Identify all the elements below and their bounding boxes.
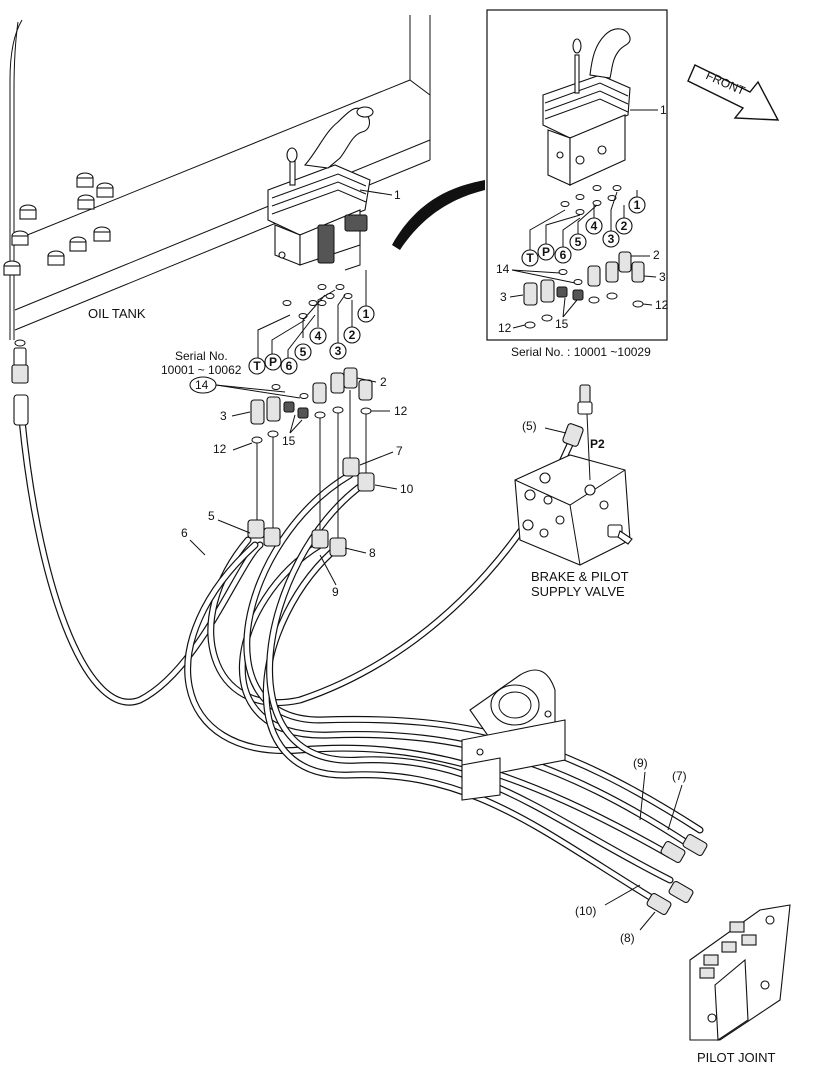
callout-7: 7: [396, 444, 403, 458]
inset-callout-3-left: 3: [500, 290, 507, 304]
inset-callout-15: 15: [555, 317, 569, 331]
callout-3: 3: [220, 409, 227, 423]
inset-port-P: P: [542, 245, 550, 259]
serial-inset-label: Serial No. : 10001 ~10029: [511, 345, 651, 359]
callout-12-right: 12: [394, 404, 408, 418]
port-5: 5: [300, 345, 307, 359]
joystick-valve: 1: [267, 106, 401, 271]
pilot-joint-label: PILOT JOINT: [697, 1050, 776, 1065]
hose-callout-8: (8): [620, 931, 635, 945]
inset-callout-2: 2: [653, 248, 660, 262]
front-arrow: FRONT: [687, 64, 780, 121]
inset-port-6: 6: [560, 248, 567, 262]
port-4: 4: [315, 329, 322, 343]
brake-valve-label-line2: SUPPLY VALVE: [531, 584, 625, 599]
callout-1-joystick: 1: [394, 188, 401, 202]
callout-2: 2: [380, 375, 387, 389]
port-1: 1: [363, 307, 370, 321]
callout-6: 6: [181, 526, 188, 540]
callout-12-left: 12: [213, 442, 227, 456]
inset-callout-14: 14: [496, 262, 510, 276]
port-3: 3: [335, 344, 342, 358]
inset-port-5: 5: [575, 235, 582, 249]
callout-5: 5: [208, 509, 215, 523]
serial-main-line2: 10001 ~ 10062: [161, 363, 242, 377]
inset-port-T: T: [526, 251, 534, 265]
callout-5-paren: (5): [522, 419, 537, 433]
inset-callout-12-left: 12: [498, 321, 512, 335]
callout-15: 15: [282, 434, 296, 448]
brake-pilot-supply-valve: BRAKE & PILOT SUPPLY VALVE P2 (5): [514, 384, 633, 599]
hose-clamp-bracket: [461, 669, 566, 801]
port-T: T: [253, 359, 261, 373]
supply-hose-fitting: [11, 339, 29, 426]
oil-tank-label: OIL TANK: [88, 306, 146, 321]
port-6: 6: [286, 359, 293, 373]
main-callouts: Serial No. 10001 ~ 10062 14 2 3 12 12 15…: [161, 349, 414, 599]
inset-detail: 1 T P 6 5 4 3 2 1: [486, 9, 669, 359]
inset-callout-3: 3: [659, 270, 666, 284]
tank-fittings: [3, 172, 114, 276]
callout-9: 9: [332, 585, 339, 599]
hose-callout-7: (7): [672, 769, 687, 783]
inset-callout-12-right: 12: [655, 298, 669, 312]
pilot-hose-fittings: [646, 833, 708, 916]
hose-bundle: [18, 416, 704, 904]
callout-14: 14: [195, 378, 209, 392]
oil-tank: OIL TANK: [3, 15, 431, 340]
callout-8: 8: [369, 546, 376, 560]
hose-callout-10: (10): [575, 904, 596, 918]
hose-callouts: (9) (7) (10) (8): [575, 756, 687, 945]
port-p2-label: P2: [590, 437, 605, 451]
port-2: 2: [349, 328, 356, 342]
detail-arrow: [392, 180, 485, 250]
brake-valve-label-line1: BRAKE & PILOT: [531, 569, 629, 584]
inset-port-3: 3: [608, 232, 615, 246]
inset-callout-1-joystick: 1: [660, 103, 667, 117]
pilot-joint: PILOT JOINT: [689, 904, 791, 1065]
callout-10: 10: [400, 482, 414, 496]
inset-port-2: 2: [621, 219, 628, 233]
main-port-fittings: T P 6 5 4 3 2 1: [247, 270, 375, 557]
serial-main-line1: Serial No.: [175, 349, 228, 363]
hose-callout-9: (9): [633, 756, 648, 770]
inset-port-4: 4: [591, 219, 598, 233]
inset-port-1: 1: [634, 198, 641, 212]
port-P: P: [269, 355, 277, 369]
